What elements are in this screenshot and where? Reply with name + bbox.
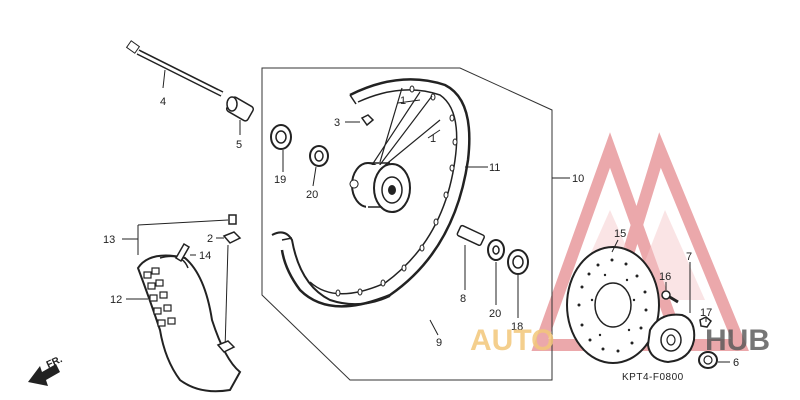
- wheel-hub: [349, 162, 411, 213]
- label-part-17: 17: [700, 307, 712, 319]
- distance-collar: [456, 224, 485, 247]
- tube-valve: [174, 242, 191, 263]
- label-part-14: 14: [199, 250, 211, 262]
- wheel-rim: [271, 78, 471, 308]
- label-part-16: 16: [659, 271, 671, 283]
- watermark-text-left: AUTO: [470, 324, 554, 357]
- label-part-11: 11: [489, 162, 500, 174]
- side-collar: [698, 351, 718, 369]
- tire: [136, 254, 242, 393]
- leader-lines: [122, 69, 730, 363]
- label-part-12: 12: [110, 294, 122, 306]
- label-part-13: 13: [103, 234, 115, 246]
- watermark-text-right: HUB: [705, 324, 770, 357]
- wheel-assembly-outline: [261, 67, 553, 381]
- brake-disc: [566, 246, 660, 364]
- spokes: [371, 87, 441, 171]
- axle-collar: [225, 96, 255, 122]
- spoke-nipple: [360, 114, 375, 127]
- label-part-10: 10: [572, 173, 584, 185]
- label-part-5: 5: [236, 139, 242, 151]
- label-part-1b: 1: [430, 133, 436, 145]
- valve-cap: [228, 214, 237, 225]
- label-part-9: 9: [436, 337, 442, 349]
- diagram-code: KPT4-F0800: [622, 372, 684, 383]
- label-part-3: 3: [334, 117, 340, 129]
- label-part-6: 6: [733, 357, 739, 369]
- bearing-18: [507, 249, 529, 275]
- label-part-18: 18: [511, 321, 523, 333]
- label-part-7: 7: [686, 251, 692, 263]
- label-part-8: 8: [460, 293, 466, 305]
- label-part-2: 2: [207, 233, 213, 245]
- label-part-1a: 1: [400, 95, 406, 107]
- front-direction-arrow: [28, 364, 60, 386]
- label-part-15: 15: [614, 228, 626, 240]
- label-part-19: 19: [274, 174, 286, 186]
- dust-seal-20-right: [487, 239, 505, 261]
- dust-seal-20-left: [309, 145, 329, 167]
- front-direction-label: FR.: [45, 354, 64, 371]
- axle: [125, 40, 224, 97]
- label-part-20a: 20: [306, 189, 318, 201]
- label-part-20b: 20: [489, 308, 501, 320]
- bearing-19: [270, 124, 292, 150]
- gear-box: [646, 313, 696, 364]
- label-part-4: 4: [160, 96, 166, 108]
- rim-lock: [216, 231, 242, 353]
- disc-bolt: [661, 290, 679, 304]
